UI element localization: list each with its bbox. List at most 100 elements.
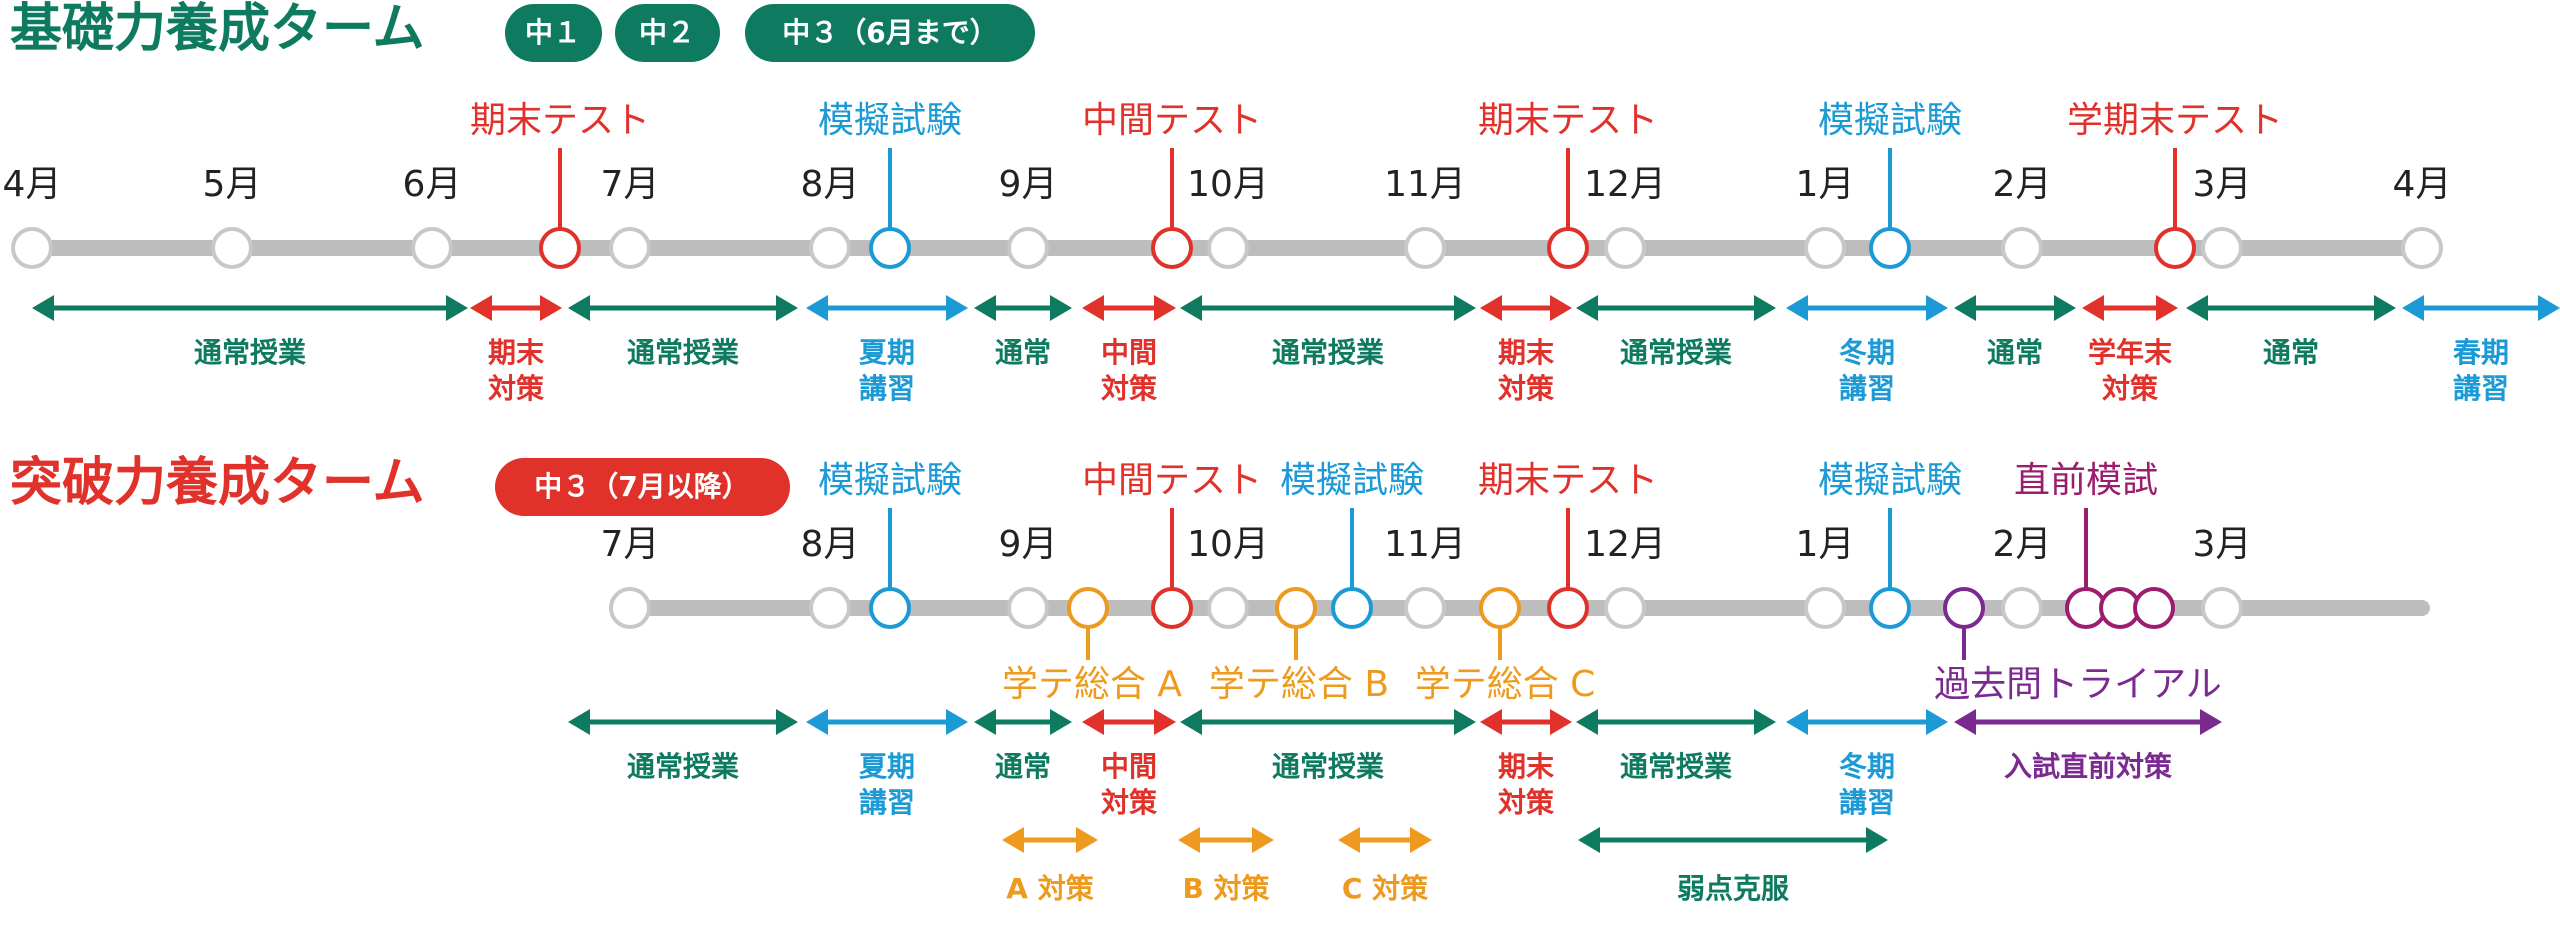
month-label: 4月	[3, 164, 62, 205]
event-label: 模擬試験	[818, 460, 962, 501]
gakute-node	[1067, 587, 1109, 629]
event-label: 学テ総合 C	[1415, 664, 1596, 705]
period-label: 対策	[1498, 372, 1554, 405]
event-node	[1869, 587, 1911, 629]
event-node	[869, 227, 911, 269]
month-node	[1207, 227, 1249, 269]
event-label: 中間テスト	[1082, 460, 1262, 501]
month-label: 9月	[999, 164, 1058, 205]
mock-exam-node	[2133, 587, 2175, 629]
period-label: 対策	[1498, 786, 1554, 819]
gakute-node	[1275, 587, 1317, 629]
period-label: 夏期	[859, 750, 915, 783]
month-node	[1007, 587, 1049, 629]
gakute-node	[1943, 587, 1985, 629]
sub-period-label: A 対策	[1006, 872, 1093, 905]
period-label: 通常	[995, 336, 1051, 369]
period-arrow	[1180, 295, 1476, 321]
badge-3-bg	[745, 4, 1035, 62]
month-label: 8月	[801, 164, 860, 205]
month-node	[609, 587, 651, 629]
period-label: 講習	[2453, 372, 2509, 405]
event-node	[1547, 587, 1589, 629]
section1-title: 基礎力養成ターム	[10, 0, 424, 59]
month-label: 6月	[403, 164, 462, 205]
period-label: 通常授業	[627, 336, 739, 369]
event-label: 模擬試験	[818, 100, 962, 141]
month-label: 7月	[601, 524, 660, 565]
event-node	[1331, 587, 1373, 629]
period-label: 通常授業	[1620, 750, 1732, 783]
month-label: 4月	[2393, 164, 2452, 205]
event-node	[1547, 227, 1589, 269]
period-label: 通常授業	[194, 336, 306, 369]
event-node	[869, 587, 911, 629]
sub-period-arrow	[1002, 827, 1098, 853]
period-arrow	[470, 295, 562, 321]
month-label: 5月	[203, 164, 262, 205]
period-label: 通常	[995, 750, 1051, 783]
period-arrow	[974, 709, 1072, 735]
month-label: 12月	[1584, 164, 1666, 205]
period-label: 対策	[1101, 786, 1157, 819]
period-label: 講習	[859, 372, 915, 405]
event-label: 期末テスト	[470, 100, 650, 141]
section2-badge: 中３（7月以降）	[534, 470, 749, 503]
month-node	[2001, 587, 2043, 629]
month-label: 10月	[1187, 524, 1269, 565]
month-node	[211, 227, 253, 269]
period-label: 通常授業	[1620, 336, 1732, 369]
month-node	[2401, 227, 2443, 269]
period-label: 夏期	[859, 336, 915, 369]
period-arrow	[806, 709, 968, 735]
period-arrow	[1576, 709, 1776, 735]
period-label: 中間	[1101, 750, 1157, 783]
period-arrow	[1954, 709, 2222, 735]
event-label: 中間テスト	[1082, 100, 1262, 141]
period-arrow	[1082, 295, 1176, 321]
period-label: 期末	[1498, 750, 1554, 783]
period-label: 通常授業	[1272, 336, 1384, 369]
period-label: 中間	[1101, 336, 1157, 369]
month-label: 1月	[1796, 164, 1855, 205]
period-arrow	[1954, 295, 2076, 321]
period-arrow	[1786, 709, 1948, 735]
period-label: 対策	[488, 372, 544, 405]
month-label: 2月	[1993, 164, 2052, 205]
month-node	[1207, 587, 1249, 629]
period-label: 通常授業	[1272, 750, 1384, 783]
sub-period-arrow	[1338, 827, 1432, 853]
period-label: 講習	[1839, 372, 1895, 405]
event-label: 模擬試験	[1818, 460, 1962, 501]
month-node	[1804, 227, 1846, 269]
badge-1-bg	[505, 4, 602, 62]
month-label: 3月	[2193, 524, 2252, 565]
event-label: 模擬試験	[1280, 460, 1424, 501]
sub-period-label: B 対策	[1182, 872, 1269, 905]
period-label: 入試直前対策	[2004, 750, 2172, 783]
event-node	[2154, 227, 2196, 269]
period-arrow	[2402, 295, 2560, 321]
period-arrow	[568, 709, 798, 735]
event-label: 期末テスト	[1478, 460, 1658, 501]
period-arrow	[806, 295, 968, 321]
month-node	[1604, 587, 1646, 629]
month-node	[2001, 227, 2043, 269]
period-label: 対策	[2102, 372, 2158, 405]
period-label: 春期	[2453, 336, 2509, 369]
month-node	[609, 227, 651, 269]
badge-4-bg	[495, 458, 790, 516]
sub-period-arrow	[1578, 827, 1888, 853]
month-node	[1404, 227, 1446, 269]
period-label: 通常	[1987, 336, 2043, 369]
badge-1: 中１	[525, 16, 581, 49]
month-node	[11, 227, 53, 269]
event-label: 直前模試	[2014, 460, 2158, 501]
badge-2: 中２	[639, 16, 695, 49]
event-node	[1151, 587, 1193, 629]
month-node	[1604, 227, 1646, 269]
period-arrow	[1480, 295, 1572, 321]
event-node	[1151, 227, 1193, 269]
